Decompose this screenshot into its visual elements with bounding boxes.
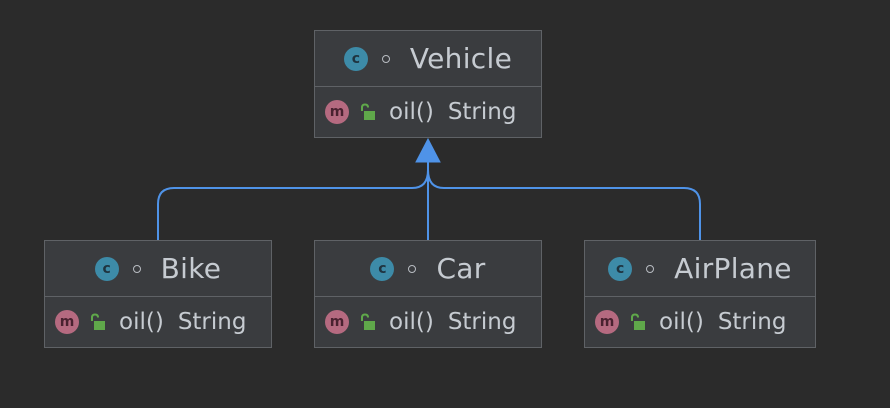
method-icon: m bbox=[325, 310, 349, 334]
method-return-type: String bbox=[447, 99, 517, 125]
class-vehicle[interactable]: c Vehicle m oil() String bbox=[314, 30, 542, 138]
class-icon: c bbox=[343, 46, 368, 71]
method-return-type: String bbox=[447, 309, 517, 335]
package-visibility-icon bbox=[408, 264, 417, 273]
package-visibility-icon bbox=[646, 264, 655, 273]
method-row[interactable]: m oil() String bbox=[45, 297, 271, 347]
class-header: c Bike bbox=[45, 241, 271, 297]
class-header: c AirPlane bbox=[585, 241, 815, 297]
class-bike[interactable]: c Bike m oil() String bbox=[44, 240, 272, 348]
method-icon: m bbox=[55, 310, 79, 334]
method-return-type: String bbox=[717, 309, 787, 335]
class-name: Bike bbox=[160, 252, 222, 285]
method-name: oil() bbox=[389, 309, 434, 335]
method-return-type: String bbox=[177, 309, 247, 335]
method-icon: m bbox=[325, 100, 349, 124]
method-name: oil() bbox=[119, 309, 164, 335]
class-airplane[interactable]: c AirPlane m oil() String bbox=[584, 240, 816, 348]
inheritance-arrowhead bbox=[415, 137, 441, 163]
airplane-to-vehicle-edge bbox=[427, 169, 701, 240]
public-lock-icon bbox=[91, 313, 105, 330]
public-lock-icon bbox=[361, 103, 375, 120]
class-icon: c bbox=[370, 256, 395, 281]
class-name: Vehicle bbox=[409, 42, 513, 75]
method-name: oil() bbox=[659, 309, 704, 335]
class-car[interactable]: c Car m oil() String bbox=[314, 240, 542, 348]
method-row[interactable]: m oil() String bbox=[585, 297, 815, 347]
bike-to-vehicle-edge bbox=[157, 169, 429, 240]
class-icon: c bbox=[94, 256, 119, 281]
package-visibility-icon bbox=[381, 54, 390, 63]
class-icon: c bbox=[608, 256, 633, 281]
package-visibility-icon bbox=[132, 264, 141, 273]
public-lock-icon bbox=[361, 313, 375, 330]
method-icon: m bbox=[595, 310, 619, 334]
class-header: c Car bbox=[315, 241, 541, 297]
class-name: AirPlane bbox=[674, 252, 792, 285]
class-header: c Vehicle bbox=[315, 31, 541, 87]
public-lock-icon bbox=[631, 313, 645, 330]
method-row[interactable]: m oil() String bbox=[315, 87, 541, 137]
method-name: oil() bbox=[389, 99, 434, 125]
class-name: Car bbox=[436, 252, 486, 285]
method-row[interactable]: m oil() String bbox=[315, 297, 541, 347]
